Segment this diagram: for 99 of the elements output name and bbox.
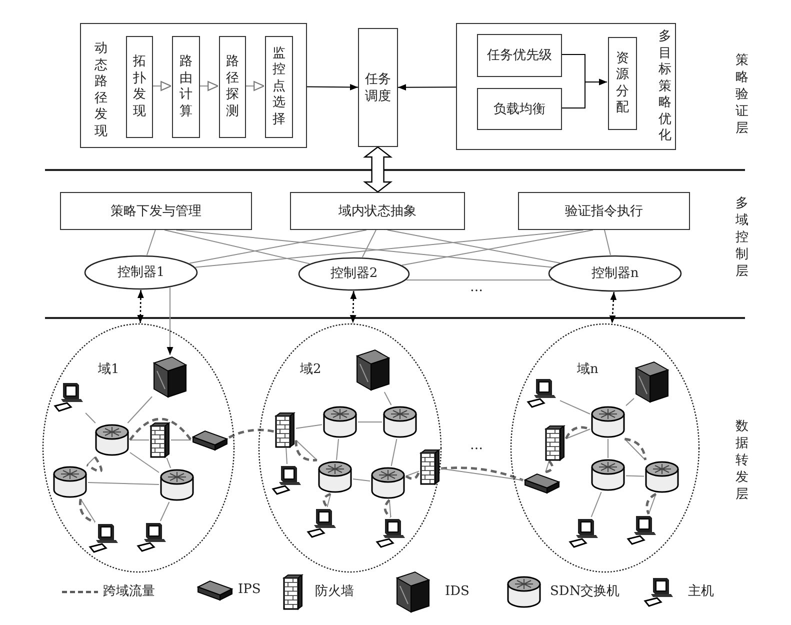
- connector-line: [648, 494, 656, 514]
- controller-ellipse: 控制器n: [548, 255, 682, 292]
- ellipsis: …: [470, 438, 483, 453]
- server-icon: [355, 348, 391, 392]
- dashed-line: [646, 492, 656, 514]
- legend-label: 跨域流量: [103, 583, 155, 601]
- connector-line: [85, 412, 96, 424]
- switch-icon: [94, 423, 130, 457]
- firewall-icon: [149, 422, 171, 458]
- group-box: [80, 23, 307, 148]
- connector-line: [545, 460, 550, 472]
- process-box: 任务优先级: [477, 34, 562, 77]
- connector-line: [362, 230, 376, 258]
- switch-icon: [590, 405, 626, 439]
- connector-line: [130, 452, 160, 473]
- group-heading: 动态路径发现: [94, 41, 108, 140]
- arrow: [244, 81, 265, 91]
- connector-line: [387, 230, 560, 264]
- legend-label: IDS: [445, 583, 470, 601]
- connector-line: [326, 494, 332, 508]
- firewall-icon: [274, 412, 296, 448]
- connector-line: [626, 475, 644, 477]
- group-heading: 多目标策略优化: [658, 29, 672, 144]
- arrow: [609, 292, 617, 324]
- connector-line: [296, 424, 322, 429]
- connector-line: [390, 438, 398, 466]
- connector-line: [164, 230, 310, 264]
- connector-line: [604, 230, 611, 256]
- connector-line: [590, 492, 602, 518]
- double-arrow: [363, 146, 393, 193]
- controller-ellipse: 控制器2: [298, 257, 410, 291]
- server-icon: [634, 360, 670, 404]
- dashed-line: [545, 460, 554, 474]
- process-box: 路径探测: [219, 36, 246, 138]
- connector-line: [189, 230, 367, 264]
- layer-label: 多域控制层: [735, 195, 749, 280]
- switch-icon: [322, 405, 358, 439]
- arrow: [166, 287, 174, 356]
- group-box: [456, 23, 676, 150]
- connector-line: [560, 400, 590, 414]
- connector-line: [384, 392, 392, 406]
- switch-icon: [52, 465, 88, 499]
- dashed-line: [405, 470, 420, 480]
- legend-label: SDN交换机: [550, 583, 620, 601]
- appliance-icon: [191, 429, 229, 451]
- dashed-line: [129, 418, 192, 441]
- process-box: 拓扑发现: [126, 36, 153, 138]
- controller-ellipse: 控制器1: [84, 255, 198, 290]
- process-box: 域内状态抽象: [290, 192, 465, 230]
- connector-line: [127, 396, 152, 424]
- connector-line: [86, 456, 96, 466]
- dashed-line: [384, 499, 392, 518]
- firewall-icon: [544, 425, 566, 461]
- process-box: 资源分配: [608, 37, 637, 130]
- arrow: [198, 81, 219, 91]
- switch-icon: [382, 405, 418, 439]
- dashed-line: [322, 492, 332, 508]
- arrow: [350, 290, 357, 324]
- connector-line: [160, 502, 170, 522]
- connector-line: [401, 230, 594, 266]
- switch-icon: [317, 460, 353, 494]
- ellipsis: …: [470, 280, 483, 295]
- connector-line: [406, 470, 420, 477]
- process-box: 路由计算: [172, 36, 200, 138]
- arrow: [398, 84, 456, 91]
- appliance-icon: [523, 472, 561, 494]
- legend-label: 防火墙: [315, 583, 354, 601]
- dashed-line: [86, 456, 102, 472]
- switch-icon: [370, 466, 406, 500]
- connector-line: [88, 482, 160, 485]
- layer-label: 数据转发层: [735, 418, 749, 503]
- legend-label: 主机: [688, 583, 714, 601]
- layer-label: 策略验证层: [735, 52, 749, 137]
- process-box: 验证指令执行: [518, 192, 690, 230]
- connector-line: [146, 230, 156, 256]
- process-box: 监控点选择: [265, 36, 293, 138]
- connector-line: [166, 458, 172, 468]
- switch-icon: [644, 460, 680, 494]
- firewall-icon: [419, 449, 441, 485]
- connector-line: [626, 398, 634, 406]
- process-box: 负载均衡: [477, 88, 562, 130]
- process-box: 策略下发与管理: [60, 192, 252, 230]
- connector-line: [566, 428, 590, 440]
- arrow: [137, 290, 144, 323]
- domain-label: 域2: [300, 361, 322, 378]
- arrow: [560, 78, 608, 108]
- domain-label: 域n: [577, 361, 598, 378]
- connector-line: [388, 500, 392, 518]
- arrow: [152, 81, 172, 91]
- switch-icon: [590, 458, 626, 492]
- connector-line: [352, 478, 370, 482]
- process-box: 任务调度: [358, 28, 398, 147]
- domain-label: 域1: [98, 361, 120, 378]
- connector-line: [336, 438, 339, 460]
- legend-label: IPS: [238, 581, 261, 599]
- server-icon: [152, 355, 188, 399]
- arrow: [306, 84, 358, 90]
- connector-line: [286, 448, 288, 464]
- switch-icon: [159, 468, 195, 502]
